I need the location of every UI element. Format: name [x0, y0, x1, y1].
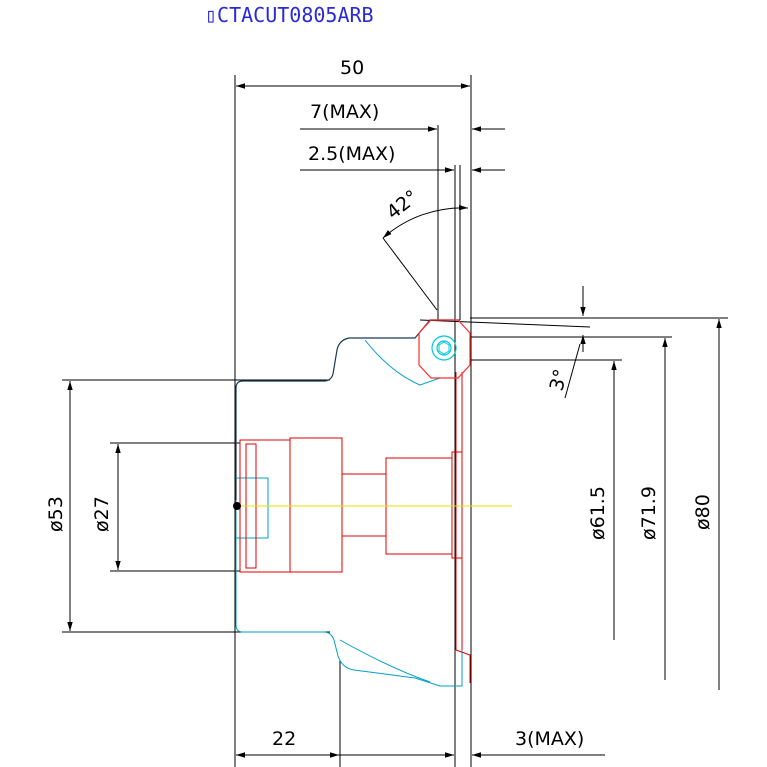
dim-dia-53: ø53: [45, 496, 67, 532]
center-point: [233, 502, 241, 510]
dim-overall-length: 50: [340, 57, 364, 79]
dimension-labels: 50 7(MAX) 2.5(MAX) 42° 3° ø53 ø27 ø61.5 …: [45, 57, 714, 750]
dim-dia-27: ø27: [91, 496, 113, 532]
drawing-title: ▯CTACUT0805ARB: [205, 3, 374, 27]
insert-outline: [418, 319, 471, 379]
cutter-body-top: [235, 319, 460, 500]
dim-dia-61-5: ø61.5: [587, 486, 609, 540]
dim-dia-80: ø80: [692, 494, 714, 530]
dimension-lines: [67, 83, 722, 758]
dim-2-5-max: 2.5(MAX): [308, 143, 395, 165]
extension-lines: [62, 75, 728, 767]
dim-3-max: 3(MAX): [515, 728, 584, 750]
dim-dia-71-9: ø71.9: [638, 486, 660, 540]
dim-angle-3: 3°: [546, 367, 573, 394]
cutter-body-outline: [235, 339, 463, 687]
insert: [418, 319, 471, 379]
screw-icon: [431, 335, 457, 361]
dim-angle-42: 42°: [383, 186, 423, 224]
dim-length-22: 22: [272, 728, 296, 750]
dim-7-max: 7(MAX): [310, 101, 379, 123]
cutter-internal-parts: [239, 372, 471, 683]
